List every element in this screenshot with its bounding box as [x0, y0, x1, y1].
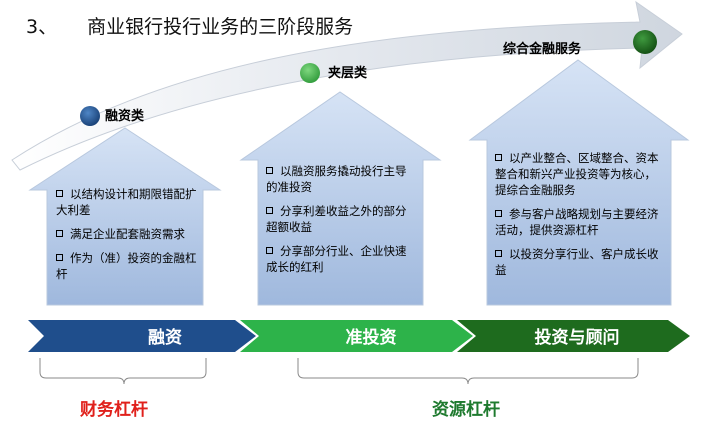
stage-dot-3	[633, 30, 657, 54]
lever-financial: 财务杠杆	[80, 400, 148, 420]
house-3-item-1: 以产业整合、区域整合、资本整合和新兴产业投资等为核心，提综合金融服务	[495, 150, 665, 198]
stage-label-2: 夹层类	[328, 66, 368, 81]
stage-dot-1	[80, 106, 100, 126]
bracket-resource	[297, 358, 639, 385]
house-2-item-3: 分享部分行业、企业快速成长的红利	[266, 243, 416, 275]
house-2-item-1: 以融资服务撬动投行主导的准投资	[266, 163, 416, 195]
house-3-item-2: 参与客户战略规划与主要经济活动，提供资源杠杆	[495, 206, 665, 238]
house-2-item-2: 分享利差收益之外的部分超额收益	[266, 203, 416, 235]
lever-resource: 资源杠杆	[432, 400, 500, 420]
page-title: 3、 商业银行投行业务的三阶段服务	[26, 12, 353, 39]
bar-segment-3	[457, 320, 690, 352]
growth-arrow	[11, 0, 683, 171]
stage-label-1: 融资类	[105, 109, 145, 124]
title-text: 商业银行投行业务的三阶段服务	[87, 16, 354, 38]
house-1-item-1: 以结构设计和期限错配扩大利差	[56, 187, 197, 217]
bar-segment-2	[240, 320, 473, 352]
bar-label-financing: 融资	[148, 328, 182, 348]
bar-segment-1	[28, 320, 256, 352]
bracket-financial	[39, 358, 207, 385]
house-1-item-2: 满足企业配套融资需求	[56, 226, 198, 242]
house-2-text: 以融资服务撬动投行主导的准投资 分享利差收益之外的部分超额收益 分享部分行业、企…	[266, 163, 416, 283]
stage-dot-2	[300, 63, 320, 83]
house-3-item-3: 以投资分享行业、客户成长收益	[495, 246, 665, 278]
bar-label-quasi-investment: 准投资	[345, 328, 397, 348]
house-1-item-3: 作为（准）投资的金融杠杆	[56, 251, 197, 281]
house-1-text: 以结构设计和期限错配扩大利差 满足企业配套融资需求 作为（准）投资的金融杠杆	[56, 186, 198, 290]
bar-label-investment-advisory: 投资与顾问	[534, 328, 620, 348]
title-number: 3、	[26, 16, 58, 38]
stage-label-3: 综合金融服务	[503, 42, 582, 57]
house-3-text: 以产业整合、区域整合、资本整合和新兴产业投资等为核心，提综合金融服务 参与客户战…	[495, 150, 665, 286]
